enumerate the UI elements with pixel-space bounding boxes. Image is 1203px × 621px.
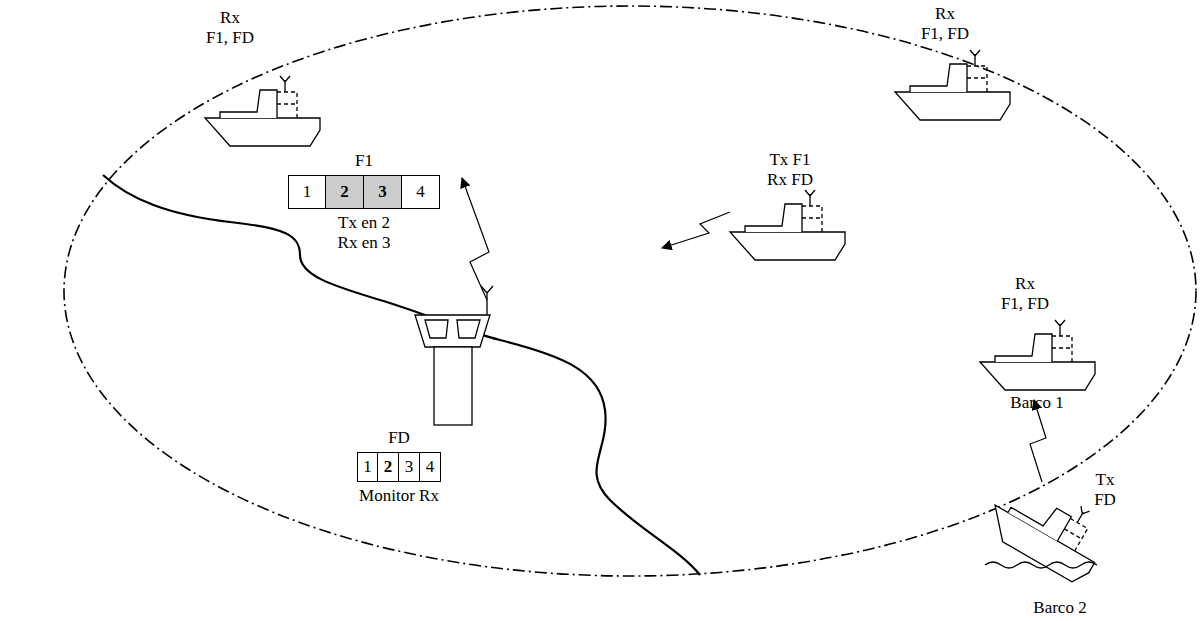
frame-caption: Tx en 2 Rx en 3: [329, 213, 399, 253]
frame-label: F1: [288, 151, 440, 171]
slot-number: 3: [378, 182, 387, 202]
radio-signal: [662, 212, 730, 248]
ship: [730, 190, 845, 260]
slot-cell: 4: [402, 175, 440, 209]
slot-cell: 2: [326, 175, 364, 209]
slot-number: 2: [340, 182, 349, 202]
ship-label: Tx F1: [769, 150, 810, 170]
slot-number: 4: [416, 182, 425, 202]
slot-cell: 3: [364, 175, 402, 209]
radio-signal: [462, 178, 489, 300]
slot-cell: 3: [399, 452, 420, 482]
slot-cell: 1: [288, 175, 326, 209]
ship-label: F1, FD: [206, 28, 254, 48]
ship-label: F1, FD: [1001, 294, 1049, 314]
coastline: [103, 175, 700, 575]
sinking-ship: [981, 469, 1116, 587]
frame-label: FD: [357, 428, 441, 448]
channel-frame: FDMonitor Rx1234: [357, 428, 441, 528]
slot-number: 1: [363, 457, 372, 477]
channel-frame: F1 Tx en 2 Rx en 3 1 2 3 4: [288, 151, 440, 255]
ship: [980, 320, 1095, 390]
ship: [895, 50, 1010, 120]
slot-number: 1: [303, 182, 312, 202]
ship-label: Rx FD: [767, 170, 813, 190]
slot-number: 4: [426, 457, 435, 477]
ship-label: Barco 1: [1010, 393, 1063, 413]
waves: [985, 562, 1097, 568]
ship-label: Rx: [935, 4, 955, 24]
slot-cell: 1: [357, 452, 378, 482]
coverage-area: [64, 6, 1196, 576]
slot-cell: 2: [378, 452, 399, 482]
control-tower: [415, 286, 493, 425]
ship-label: Barco 2: [1033, 598, 1086, 618]
ship-label: Rx: [1015, 274, 1035, 294]
ship-label: Tx: [1096, 470, 1115, 490]
slot-number: 2: [384, 457, 393, 477]
ship-label: F1, FD: [921, 24, 969, 44]
slot-cell: 4: [420, 452, 441, 482]
radio-signal: [1030, 400, 1046, 482]
frame-caption: Monitor Rx: [339, 486, 459, 506]
slot-number: 3: [405, 457, 414, 477]
ship-label: FD: [1094, 490, 1116, 510]
ship: [205, 76, 320, 146]
ship-label: Rx: [220, 8, 240, 28]
